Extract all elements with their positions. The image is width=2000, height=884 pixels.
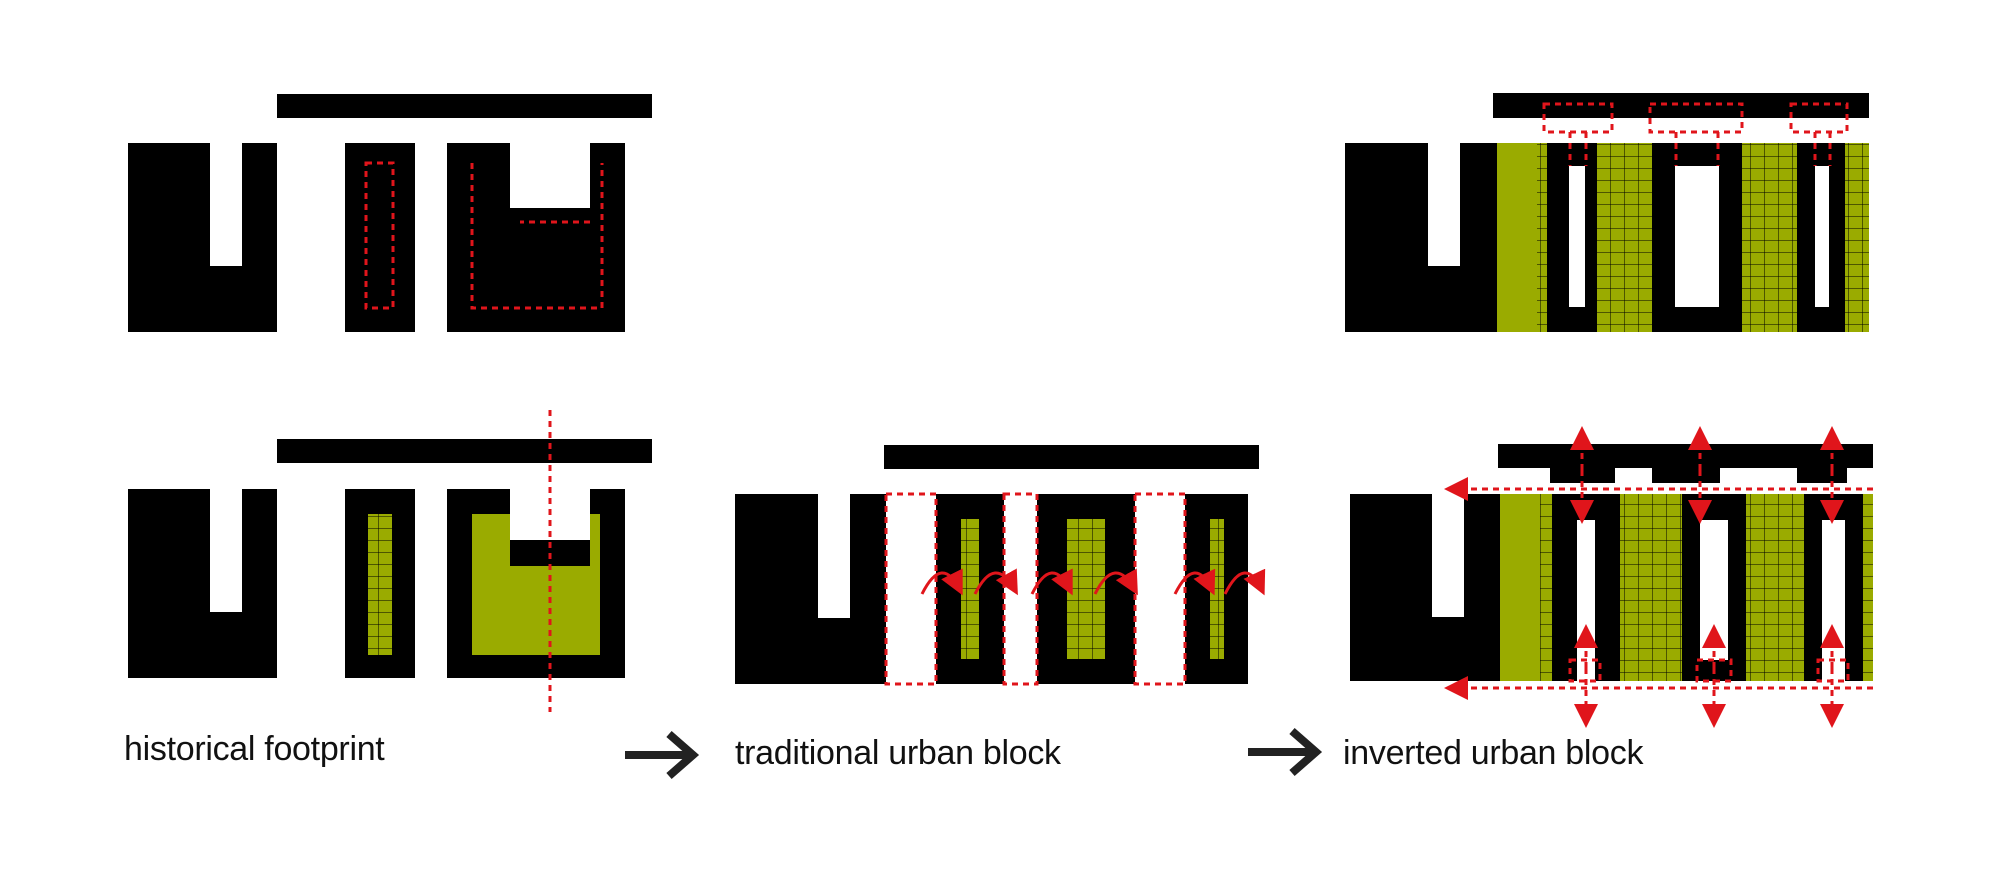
inverted-u-frame-1 <box>1552 494 1620 681</box>
u-building <box>1350 494 1500 681</box>
curved-arrows <box>920 568 1266 596</box>
green-1 <box>961 519 979 659</box>
green-grid-3 <box>1746 494 1804 681</box>
traditional-block <box>735 445 1266 686</box>
green-grid-2 <box>1620 494 1682 681</box>
u-building <box>1345 143 1497 332</box>
green-grid-2 <box>1597 143 1652 332</box>
green-solid <box>1500 494 1540 681</box>
green-solid <box>1497 143 1537 332</box>
red-curved-arrow-icon <box>1223 568 1266 596</box>
u-building <box>735 494 886 684</box>
green-3 <box>1210 519 1224 659</box>
caption-inverted-urban-block: inverted urban block <box>1343 734 1644 772</box>
u-building <box>128 489 277 678</box>
u-building <box>128 143 277 332</box>
u-frame-3 <box>1797 143 1845 332</box>
green-courtyard-large <box>472 514 600 655</box>
red-curved-arrow-icon <box>1093 568 1138 596</box>
street-bar <box>884 445 1259 469</box>
u-frame-2 <box>1652 143 1742 332</box>
courtyard-outline <box>364 161 395 310</box>
notch <box>510 155 545 190</box>
c-building <box>447 143 625 332</box>
red-curved-arrow-icon <box>973 568 1018 596</box>
caption-historical-footprint: historical footprint <box>124 730 385 768</box>
street-bar <box>277 94 652 118</box>
inverted-plan-top <box>1345 93 1869 332</box>
arrow-right-icon <box>1248 727 1323 777</box>
green-grid-3 <box>1742 143 1797 332</box>
historical-plan-top <box>128 94 652 332</box>
historical-footprint <box>128 410 652 712</box>
green-grid-4 <box>1845 143 1869 332</box>
inverted-u-frame-3 <box>1804 494 1863 681</box>
u-frame-1 <box>1547 143 1597 332</box>
courtyard-outline-large <box>470 163 604 310</box>
notch <box>510 500 545 536</box>
flow-arrows <box>1444 426 1873 728</box>
street-bar <box>277 439 652 463</box>
inverted-block <box>1350 426 1873 728</box>
arrow-right-icon <box>625 730 700 780</box>
caption-traditional-urban-block: traditional urban block <box>735 734 1061 772</box>
green-grid-1 <box>1540 494 1552 681</box>
inverted-u-frame-2 <box>1682 494 1746 681</box>
green-grid-4 <box>1863 494 1873 681</box>
green-courtyard <box>368 514 392 655</box>
red-curved-arrow-icon <box>1030 568 1073 596</box>
narrow-building <box>345 143 415 332</box>
red-curved-arrow-icon <box>1173 568 1216 596</box>
opening-outlines <box>1542 102 1849 166</box>
green-grid-1 <box>1537 143 1547 332</box>
gap-outline-2 <box>1002 492 1039 686</box>
gap-outline-1 <box>884 492 938 686</box>
red-curved-arrow-icon <box>920 568 963 596</box>
street-bar-notched <box>1498 444 1873 483</box>
